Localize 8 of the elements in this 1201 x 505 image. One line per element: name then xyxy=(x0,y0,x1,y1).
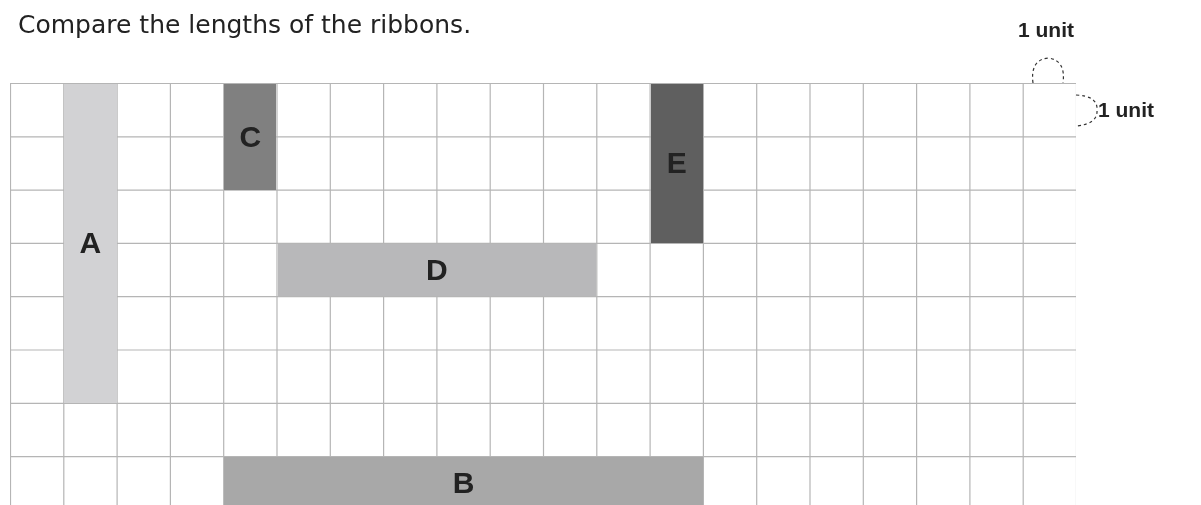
ribbon: C xyxy=(224,84,277,190)
ribbon: B xyxy=(224,457,703,505)
unit-label: 1 unit xyxy=(1018,18,1074,42)
title: Compare the lengths of the ribbons. xyxy=(18,10,472,39)
ribbon: E xyxy=(650,84,703,243)
ribbon: D xyxy=(277,243,597,297)
unit-label: 1 unit xyxy=(1098,98,1154,122)
ribbon: A xyxy=(64,84,117,403)
